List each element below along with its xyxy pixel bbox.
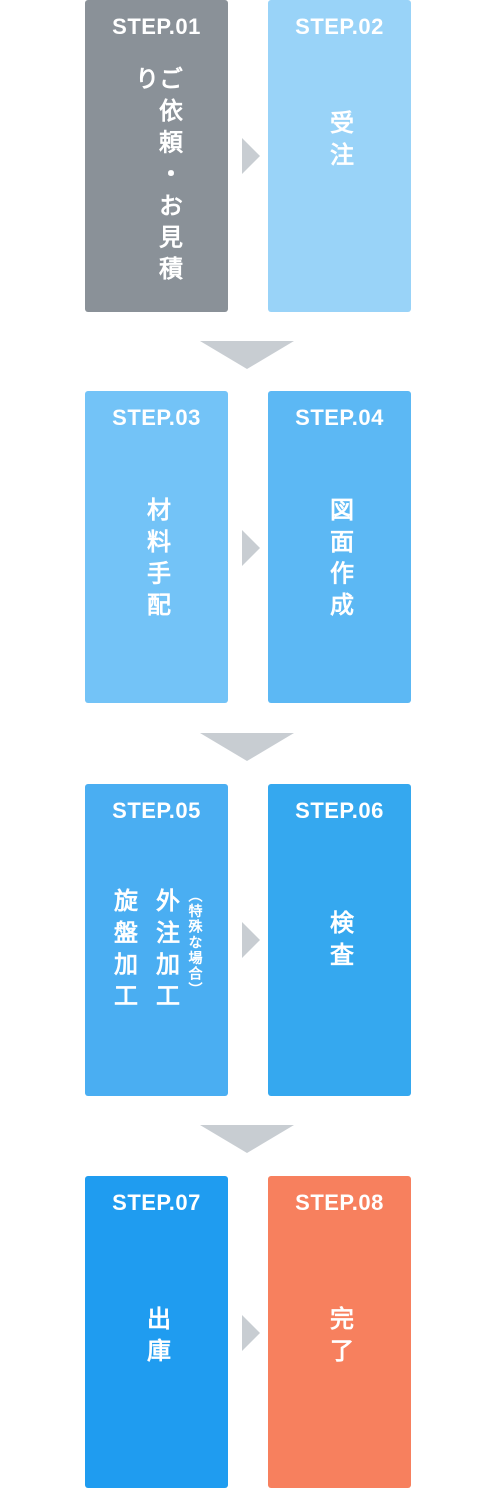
step-05-label: STEP.05 xyxy=(112,798,201,823)
step-07-label: STEP.07 xyxy=(112,1190,201,1215)
step-03-body: 材料手配 xyxy=(85,497,228,683)
arrow-down-icon xyxy=(200,341,294,369)
step-02-text: 受注 xyxy=(325,110,354,174)
step-03-label: STEP.03 xyxy=(112,405,201,430)
step-03-box: STEP.03 材料手配 xyxy=(85,391,228,703)
step-01-text: ご依頼・お見積り xyxy=(130,66,183,288)
step-06-text: 検査 xyxy=(325,910,354,974)
step-01-box: STEP.01 ご依頼・お見積り xyxy=(85,0,228,312)
step-01-label: STEP.01 xyxy=(112,14,201,39)
step-04-label: STEP.04 xyxy=(295,405,384,430)
step-08-box: STEP.08 完了 xyxy=(268,1176,411,1488)
step-07-text: 出庫 xyxy=(142,1306,171,1370)
step-06-label: STEP.06 xyxy=(295,798,384,823)
step-08-text: 完了 xyxy=(325,1306,354,1370)
step-08-label: STEP.08 xyxy=(295,1190,384,1215)
step-07-body: 出庫 xyxy=(85,1306,228,1468)
arrow-right-icon xyxy=(242,1315,260,1351)
arrow-right-icon xyxy=(242,530,260,566)
step-05-text-1: 旋盤加工 xyxy=(109,888,138,1015)
step-04-text: 図面作成 xyxy=(325,497,354,624)
step-05-body: （特殊な場合） 外注加工 旋盤加工 xyxy=(85,888,228,1076)
step-06-box: STEP.06 検査 xyxy=(268,784,411,1096)
step-05-box: STEP.05 （特殊な場合） 外注加工 旋盤加工 xyxy=(85,784,228,1096)
step-03-text: 材料手配 xyxy=(142,497,171,624)
arrow-down-icon xyxy=(200,733,294,761)
arrow-right-icon xyxy=(242,922,260,958)
arrow-down-icon xyxy=(200,1125,294,1153)
step-05-text-2: 外注加工 xyxy=(151,888,180,1015)
step-06-body: 検査 xyxy=(268,910,411,1076)
step-07-box: STEP.07 出庫 xyxy=(85,1176,228,1488)
step-01-body: ご依頼・お見積り xyxy=(85,66,228,292)
step-08-body: 完了 xyxy=(268,1306,411,1468)
step-04-body: 図面作成 xyxy=(268,497,411,683)
step-02-box: STEP.02 受注 xyxy=(268,0,411,312)
arrow-right-icon xyxy=(242,138,260,174)
step-04-box: STEP.04 図面作成 xyxy=(268,391,411,703)
step-02-body: 受注 xyxy=(268,110,411,292)
step-05-note: （特殊な場合） xyxy=(186,888,203,998)
step-02-label: STEP.02 xyxy=(295,14,384,39)
